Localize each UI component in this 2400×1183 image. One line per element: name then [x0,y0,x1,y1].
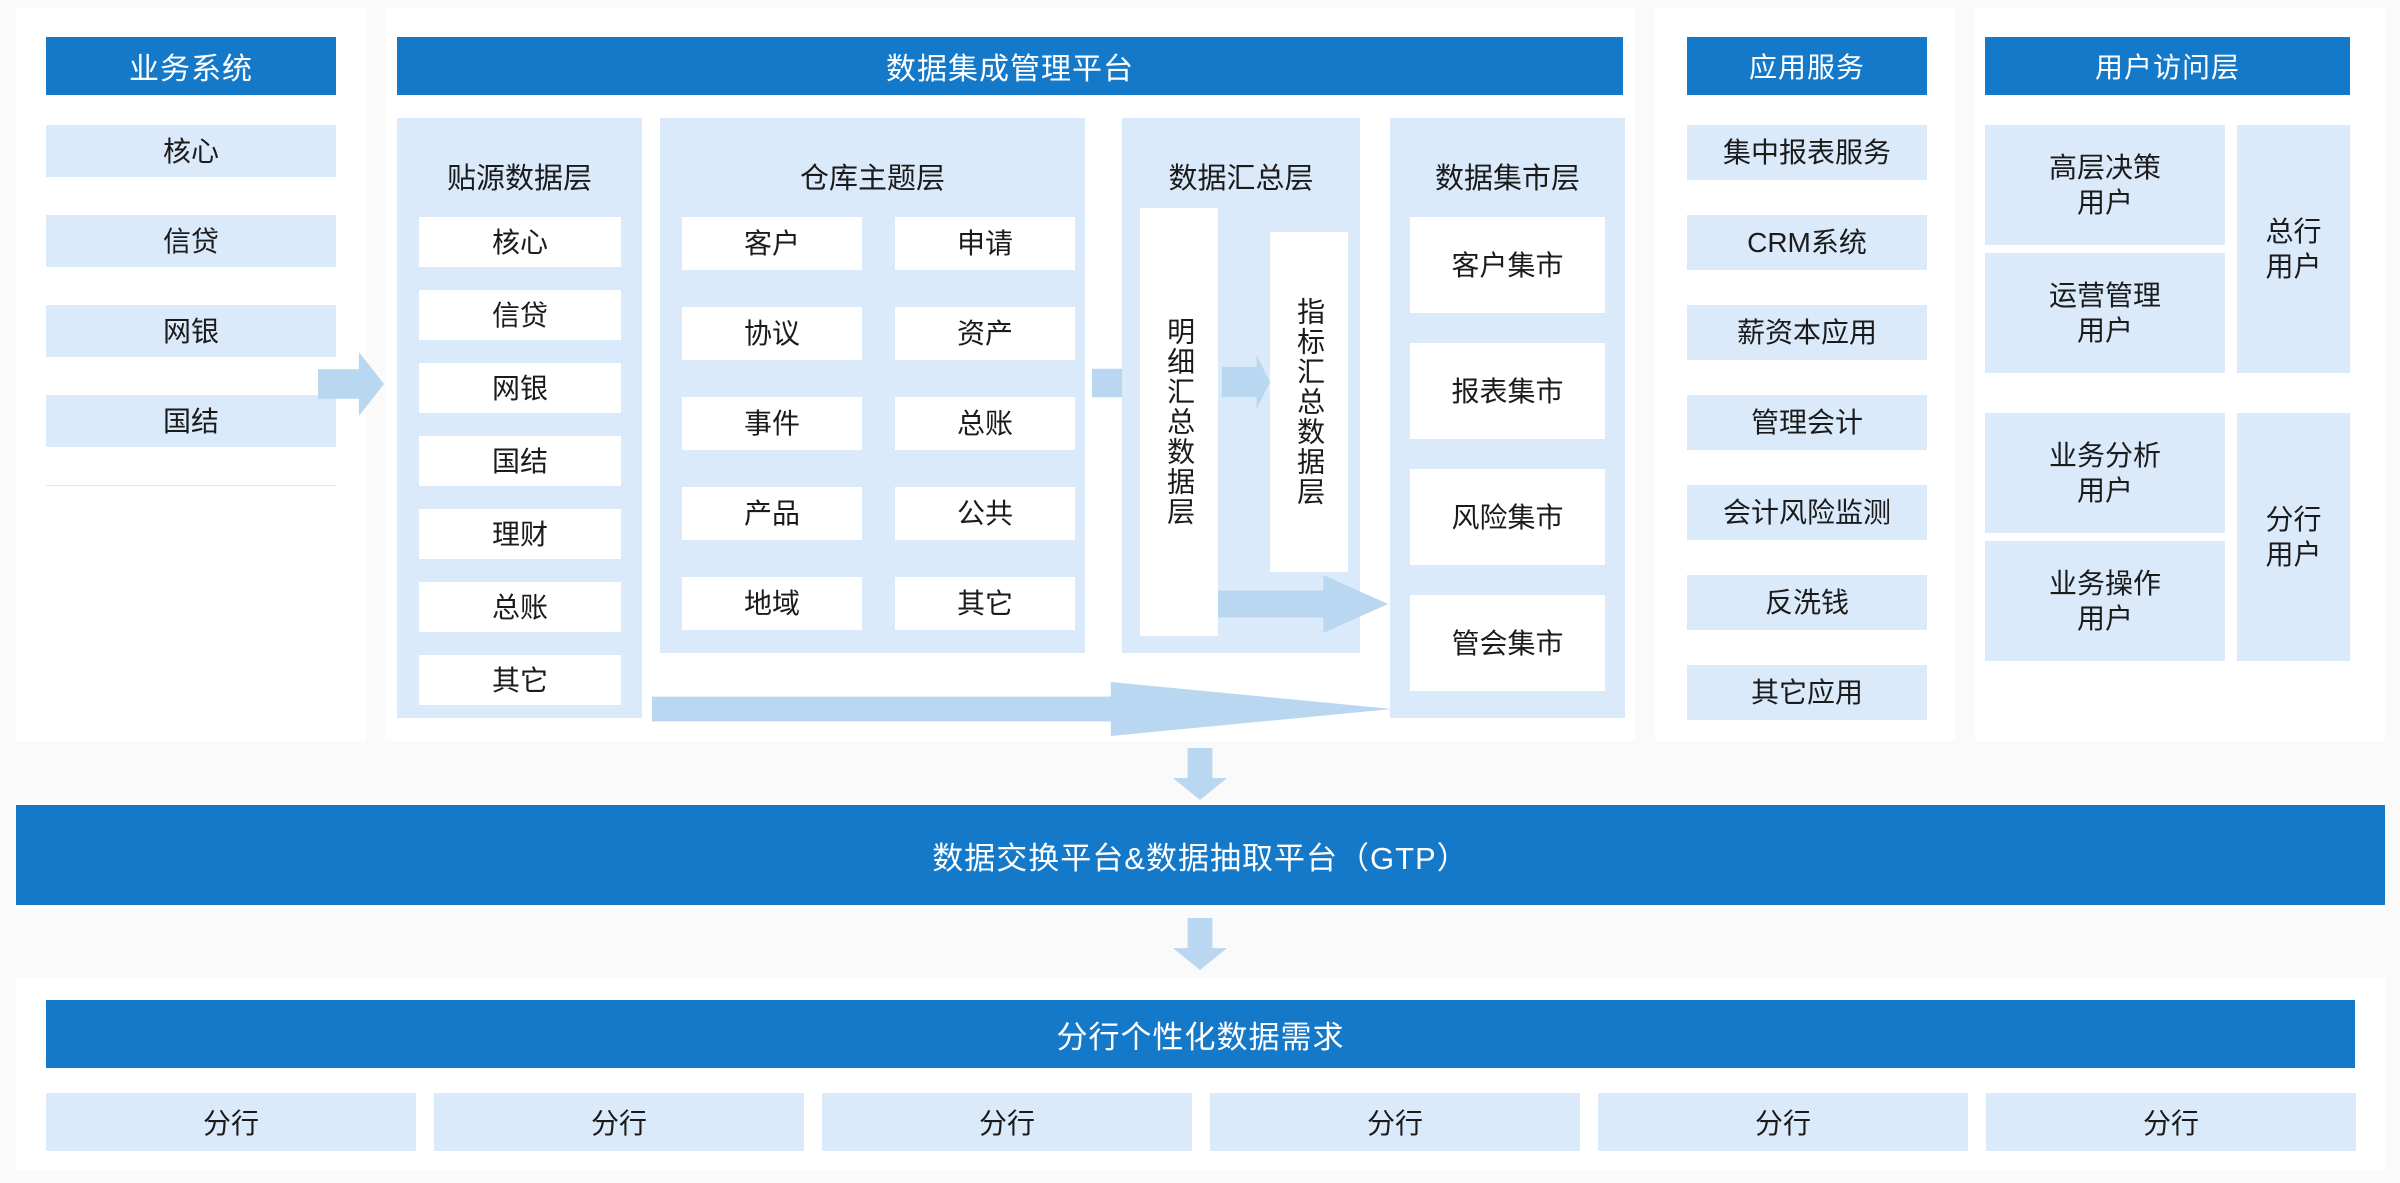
warehouse-layer-panel [660,118,1085,653]
summary-layer-title: 数据汇总层 [1168,163,1314,195]
user-group-item[interactable]: 总行 用户 [2237,125,2350,373]
app-service-item[interactable]: 薪资本应用 [1687,305,1927,360]
branch-item[interactable]: 分行 [1210,1093,1580,1151]
source-layer-item[interactable]: 理财 [419,509,621,559]
branch-item[interactable]: 分行 [822,1093,1192,1151]
summary-detail-label: 明细汇总数据层 [1164,317,1196,527]
summary-index-tile[interactable]: 指标汇总数据层 [1270,232,1348,572]
user-access-item[interactable]: 业务分析 用户 [1985,413,2225,533]
branch-section-header: 分行个性化数据需求 [46,1000,2355,1068]
warehouse-item[interactable]: 协议 [682,307,862,360]
user-access-item[interactable]: 业务操作 用户 [1985,541,2225,661]
warehouse-item[interactable]: 其它 [895,577,1075,630]
branch-item[interactable]: 分行 [1598,1093,1968,1151]
business-system-item[interactable]: 信贷 [46,215,336,267]
app-services-panel [1655,8,1955,741]
app-service-item[interactable]: 反洗钱 [1687,575,1927,630]
warehouse-item[interactable]: 总账 [895,397,1075,450]
user-access-item[interactable]: 运营管理 用户 [1985,253,2225,373]
user-access-header: 用户访问层 [1985,37,2350,95]
user-access-item[interactable]: 高层决策 用户 [1985,125,2225,245]
app-service-item[interactable]: 集中报表服务 [1687,125,1927,180]
source-layer-item[interactable]: 国结 [419,436,621,486]
source-layer-item[interactable]: 网银 [419,363,621,413]
business-systems-panel-lower [16,486,366,741]
app-service-item[interactable]: 其它应用 [1687,665,1927,720]
mart-item[interactable]: 风险集市 [1410,469,1605,565]
platform-header: 数据集成管理平台 [397,37,1623,95]
warehouse-item[interactable]: 申请 [895,217,1075,270]
warehouse-layer-title: 仓库主题层 [799,163,945,195]
source-layer-title: 贴源数据层 [446,163,592,195]
source-layer-item[interactable]: 信贷 [419,290,621,340]
warehouse-item[interactable]: 公共 [895,487,1075,540]
branch-item[interactable]: 分行 [1986,1093,2356,1151]
summary-detail-tile[interactable]: 明细汇总数据层 [1140,208,1218,636]
mart-item[interactable]: 报表集市 [1410,343,1605,439]
arrow-platform-to-gtp [1173,748,1227,800]
warehouse-item[interactable]: 客户 [682,217,862,270]
warehouse-item[interactable]: 地域 [682,577,862,630]
exchange-platform-bar: 数据交换平台&数据抽取平台（GTP） [16,805,2385,905]
branch-item[interactable]: 分行 [46,1093,416,1151]
app-services-header: 应用服务 [1687,37,1927,95]
summary-index-label: 指标汇总数据层 [1294,297,1326,507]
business-system-item[interactable]: 国结 [46,395,336,447]
arrow-gtp-to-branch [1173,918,1227,970]
business-system-item[interactable]: 核心 [46,125,336,177]
app-service-item[interactable]: 会计风险监测 [1687,485,1927,540]
app-service-item[interactable]: CRM系统 [1687,215,1927,270]
source-layer-item[interactable]: 总账 [419,582,621,632]
business-systems-header: 业务系统 [46,37,336,95]
app-service-item[interactable]: 管理会计 [1687,395,1927,450]
branch-item[interactable]: 分行 [434,1093,804,1151]
warehouse-item[interactable]: 产品 [682,487,862,540]
mart-item[interactable]: 客户集市 [1410,217,1605,313]
business-system-item[interactable]: 网银 [46,305,336,357]
mart-layer-title: 数据集市层 [1434,163,1580,195]
warehouse-item[interactable]: 资产 [895,307,1075,360]
mart-item[interactable]: 管会集市 [1410,595,1605,691]
source-layer-item[interactable]: 其它 [419,655,621,705]
source-layer-item[interactable]: 核心 [419,217,621,267]
warehouse-item[interactable]: 事件 [682,397,862,450]
user-group-item[interactable]: 分行 用户 [2237,413,2350,661]
